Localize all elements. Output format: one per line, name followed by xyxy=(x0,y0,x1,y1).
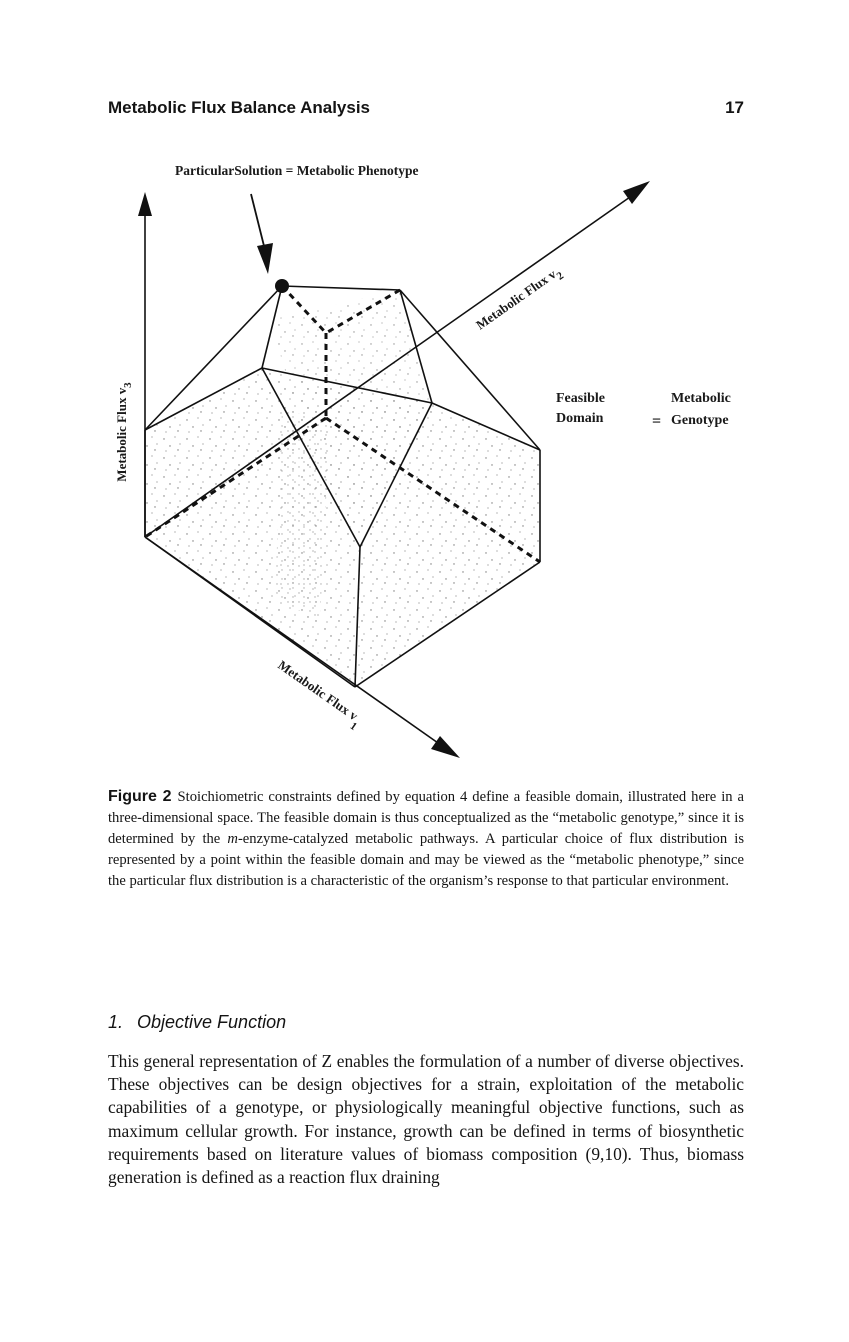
page-number: 17 xyxy=(725,98,744,117)
arrowhead-v2 xyxy=(623,181,650,204)
axis-v1-subscript: 1 xyxy=(348,720,359,733)
caption-italic-m: m xyxy=(227,831,238,847)
axis-arrowheads xyxy=(138,181,650,758)
equals-sign: = xyxy=(652,413,661,430)
figure-label: Figure 2 xyxy=(108,788,172,805)
arrowhead-v3 xyxy=(138,192,152,216)
particular-solution-arrowhead xyxy=(257,243,273,274)
caption-text-part2: -enzyme-catalyzed metabolic pathways. A … xyxy=(108,831,744,889)
axis-v2-subscript: 2 xyxy=(555,269,567,282)
caption-text-part1: Stoichiometric constraints defined by eq… xyxy=(108,789,745,847)
section-number: 1. xyxy=(108,1012,124,1032)
polytope-hidden-edges xyxy=(144,284,541,564)
metabolic-genotype-label-1: Metabolic xyxy=(671,391,731,406)
dense-shading-core xyxy=(275,410,330,620)
metabolic-genotype-label-2: Genotype xyxy=(671,413,729,428)
page-header: Metabolic Flux Balance Analysis 17 xyxy=(108,98,744,124)
polytope-solid-edges xyxy=(144,285,541,688)
axis-v3-label: Metabolic Flux v3 xyxy=(114,382,134,482)
axis-v3-subscript: 3 xyxy=(122,382,134,388)
dense-shading xyxy=(270,290,430,547)
section-title: Objective Function xyxy=(137,1012,287,1032)
section-heading: 1. Objective Function xyxy=(108,1012,286,1033)
axis-v2 xyxy=(144,189,641,538)
feasible-domain-label-2: Domain xyxy=(556,411,604,426)
arrowhead-v1 xyxy=(431,736,460,758)
body-paragraph: This general representation of Z enables… xyxy=(108,1051,744,1188)
feasible-domain-label-1: Feasible xyxy=(556,391,605,406)
feasible-domain-figure: ParticularSolution = Metabolic Phenotype… xyxy=(114,163,731,758)
particular-solution-arrow xyxy=(250,193,266,251)
running-title: Metabolic Flux Balance Analysis xyxy=(108,98,371,117)
particular-solution-label: ParticularSolution = Metabolic Phenotype xyxy=(175,163,419,178)
particular-solution-point xyxy=(275,279,289,293)
